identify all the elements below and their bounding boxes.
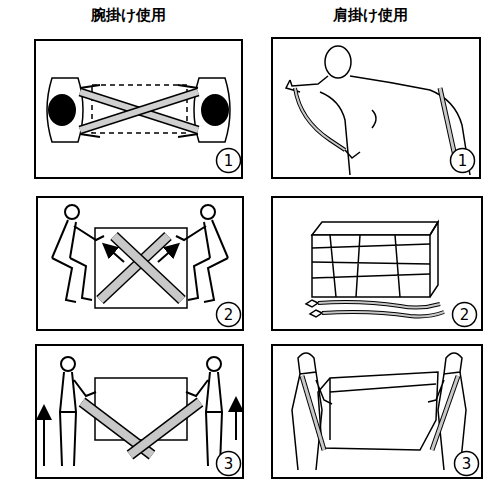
top-view-carry [47, 78, 230, 142]
crouch-lift [52, 205, 228, 308]
callout-circle: 1 [215, 147, 242, 174]
column-heading: 腕掛け使用 [91, 6, 166, 25]
callout-circle: 3 [453, 450, 480, 477]
shoulder-carry [292, 353, 466, 470]
shoulder-strap-person [286, 46, 470, 175]
callout-number: 3 [215, 450, 242, 473]
column-heading: 肩掛け使用 [333, 6, 408, 25]
callout-number: 2 [451, 301, 478, 324]
callout-number: 2 [215, 301, 242, 324]
callout-circle: 3 [215, 450, 242, 477]
callout-circle: 2 [215, 301, 242, 328]
callout-number: 1 [449, 147, 476, 170]
stand-lift [44, 357, 236, 466]
callout-circle: 1 [449, 147, 476, 174]
callout-number: 1 [215, 147, 242, 170]
callout-circle: 2 [451, 301, 478, 328]
wrapped-box [306, 222, 444, 317]
callout-number: 3 [453, 450, 480, 473]
panel-frames [35, 38, 482, 478]
